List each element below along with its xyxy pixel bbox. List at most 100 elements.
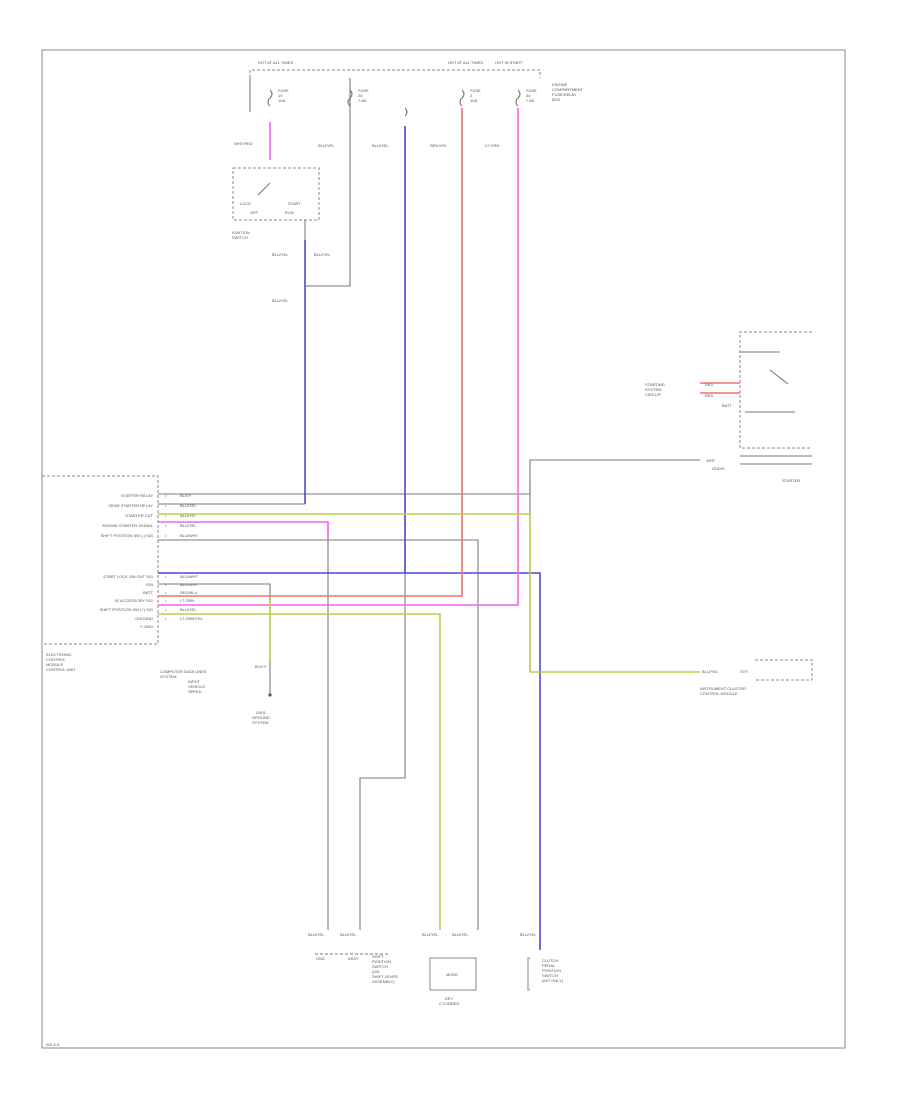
ecm-pin-row: START LOCK SW OUT SIG•BLU/WHT [103, 574, 198, 579]
ecm-pin-number: • [165, 616, 167, 621]
ecm-pin-label: BATT [143, 590, 153, 595]
ecm-pin-row: SHIFT POSITION SW (-) SIG•BLU/WHT [101, 533, 199, 538]
fuse-19-amp: 10A [278, 98, 285, 103]
right-line-3: POSITION [542, 968, 561, 973]
ground-line-1: G501 [256, 710, 267, 715]
fuse-19-circuit: WHT/RED [234, 141, 253, 146]
fuse-19-name: FUSE [278, 88, 289, 93]
ground-line-3: SYSTEM [252, 720, 268, 725]
bottom-label-4: BLU/YEL [452, 932, 469, 937]
ecm-pin-number: • [165, 523, 167, 528]
fuse-34-circuit: LT GRN [485, 143, 499, 148]
ecm-pin-circuit: LT GRN/YEL [180, 616, 204, 621]
starter-side-label-2: SYSTEM [645, 387, 661, 392]
fuse-right-header-a: HOT AT ALL TIMES [448, 60, 483, 65]
ignition-switch-circuit-2: BLU/YEL [314, 252, 331, 257]
ecm-pin-circuit: BLU/WHT [180, 574, 199, 579]
ecm-name-2: CONTROL [46, 657, 66, 662]
fuse-note-4: BOX [552, 97, 561, 102]
clutch-switch-outline [527, 957, 530, 991]
pink-wire-fuse34 [158, 108, 519, 606]
switch-line-5: SHIFT LEVER [372, 974, 398, 979]
ecm-pin-number: • [165, 607, 167, 612]
ground-point [268, 693, 272, 697]
ecm-pin-number: • [165, 503, 167, 508]
ecm-pin-number: • [165, 533, 167, 538]
ecm-pin-circuit: BLU/WHT [180, 533, 199, 538]
mode-line-1: KEY [445, 996, 453, 1001]
fuse-note-3: FUSE/RELAY [552, 92, 577, 97]
ecm-pin-number: • [165, 493, 167, 498]
fuse-19: FUSE 19 10A [267, 88, 289, 107]
fuse-26-symbol [404, 107, 408, 117]
lower-left-extra-3: SPEED [188, 689, 202, 694]
starter-side-label-3: CIRCUIT [645, 392, 662, 397]
ignition-pos-off: OFF [250, 210, 259, 215]
ecm-pin-label: ENGINE STARTER SIGNAL [102, 523, 153, 528]
fuse-26 [404, 107, 408, 117]
ignition-switch-name-1: IGNITION [232, 230, 250, 235]
starter-name: STARTER [782, 478, 800, 483]
starter-wire-a: RED [705, 382, 714, 387]
ignition-pos-run: RUN [285, 210, 294, 215]
ecm-name-1: ELECTRONIC [46, 652, 72, 657]
fuse-box-outline [249, 69, 541, 78]
ecm-pin-label: GROUND [135, 616, 153, 621]
ecm-pin-number: • [165, 574, 167, 579]
fuse-28-circuit: BLU/YEL [318, 143, 335, 148]
fuse-34-name: FUSE [526, 88, 537, 93]
ecm-pin-label: F-GND [140, 624, 153, 629]
ecm-box [42, 475, 159, 645]
fuse-34: FUSE 34 7.5A [515, 88, 537, 107]
colored-wires [158, 108, 740, 950]
ignition-switch-circuit-1: BLU/YEL [272, 252, 289, 257]
ecm-pin-number: • [165, 598, 167, 603]
lower-left-extra-2: VEHICLE [188, 684, 205, 689]
starter: STARTER STARTING SYSTEM CIRCUIT RED RED … [645, 331, 812, 483]
mode-line-2: CYLINDER [439, 1001, 459, 1006]
instrument-cluster-name-2: CONTROL MODULE [700, 691, 738, 696]
starter-side-label-1: STARTING [645, 382, 665, 387]
instrument-cluster-name-1: INSTRUMENT CLUSTER [700, 686, 746, 691]
fuse-26-circuit: BLU/YEL [372, 143, 389, 148]
figure-code: W0-4-5 [46, 1042, 60, 1047]
ecm-pin-label: STARTER RELAY [121, 493, 154, 498]
ecm-pin-label: STARTER CUT [125, 513, 153, 518]
ignition-pos-lock: LOCK [240, 201, 251, 206]
ecm-pin-circuit: RED/BLU [180, 590, 197, 595]
bottom-label-3: BLU/YEL [422, 932, 439, 937]
switch-line-4: (ON [372, 969, 379, 974]
lower-left-wire: BLK/Y [255, 664, 267, 669]
ecm-pin-circuit: BLK/Y [180, 493, 192, 498]
right-line-2: PEDAL [542, 963, 556, 968]
fuse-28-name: FUSE [358, 88, 369, 93]
switch-line-2: POSITION [372, 959, 391, 964]
ecm-pin-circuit: BLU/YEL [180, 607, 197, 612]
wire-starter-relay [158, 459, 700, 495]
ecm-pin-row: STARTER CUT•BLU/YEL [125, 513, 197, 518]
fuse-19-symbol [267, 89, 273, 107]
fuse-note-2: COMPARTMENT [552, 87, 584, 92]
right-line-5: (M/T ONLY) [542, 978, 564, 983]
ecm-name-3: MODULE [46, 662, 63, 667]
ecm-pin-label: SHIFT POSITION SW (+) SIG [100, 607, 153, 612]
fuse-2-amp: 10A [470, 98, 477, 103]
switch-line-3: SWITCH [372, 964, 388, 969]
fuse-2-name: FUSE [470, 88, 481, 93]
bottom-label-2: BLU/YEL [340, 932, 357, 937]
lower-left-line-1: COMPUTER DATA LINES [160, 669, 207, 674]
pink-wire-cut [158, 521, 329, 540]
mode-box [429, 957, 477, 991]
starter-solenoid-contact [769, 369, 789, 385]
starter-batt-label: BATT [722, 403, 732, 408]
wire-engine-signal [158, 539, 479, 930]
ecm-pin-circuit: LT GRN [180, 598, 194, 603]
bottom-label-1: BLU/YEL [308, 932, 325, 937]
ecm-pin-circuit: BLU/YEL [180, 523, 197, 528]
red-wire-fuse2 [158, 108, 463, 597]
ecm-pin-row: BATT•RED/BLU [143, 590, 197, 595]
wire-fuse28-to-switch [305, 78, 351, 287]
ecm-pin-number: • [165, 513, 167, 518]
bottom-gnd-1: GND [316, 956, 325, 961]
yellow-wire-cluster [158, 513, 700, 673]
